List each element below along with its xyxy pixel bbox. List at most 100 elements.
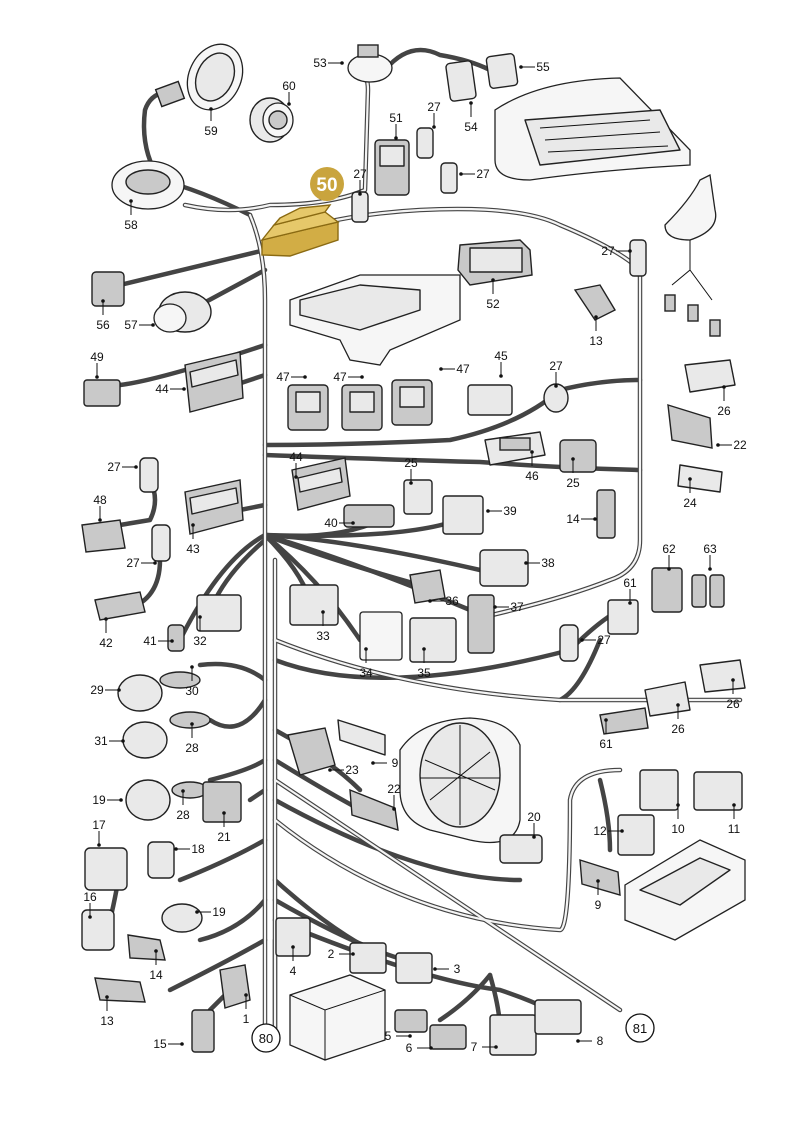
part-label-l1[interactable]: 1 <box>243 993 250 1026</box>
part-label-l60[interactable]: 60 <box>282 79 296 106</box>
part-label-l48[interactable]: 48 <box>93 493 107 522</box>
part-label-l45[interactable]: 45 <box>494 349 508 378</box>
connector-10 <box>639 769 679 811</box>
part-label-l25b[interactable]: 25 <box>566 457 580 490</box>
part-label-l19a[interactable]: 19 <box>92 793 123 807</box>
part-label-l14b[interactable]: 14 <box>149 949 163 982</box>
part-label-l15[interactable]: 15 <box>153 1037 184 1051</box>
part-label-l25a[interactable]: 25 <box>404 456 418 485</box>
part-label-l30[interactable]: 30 <box>185 665 199 698</box>
part-label-l11[interactable]: 11 <box>728 803 741 836</box>
connector-27-c <box>440 162 458 194</box>
part-label-l18[interactable]: 18 <box>174 842 205 856</box>
part-label-l27f[interactable]: 27 <box>107 460 138 474</box>
part-label-l47a[interactable]: 47 <box>276 370 307 384</box>
part-label-l61a[interactable]: 61 <box>623 576 637 605</box>
part-label-l42[interactable]: 42 <box>99 617 113 650</box>
part-label-l13b[interactable]: 13 <box>100 995 114 1028</box>
part-label-l54[interactable]: 54 <box>464 101 478 134</box>
part-label-l22b[interactable]: 22 <box>387 782 401 811</box>
part-label-l27h[interactable]: 27 <box>580 633 611 647</box>
part-label-l17[interactable]: 17 <box>92 818 106 847</box>
leader-dot <box>486 509 490 513</box>
part-label-l14a[interactable]: 14 <box>566 512 597 526</box>
part-label-l9a[interactable]: 9 <box>371 756 399 770</box>
part-label-l3[interactable]: 3 <box>433 962 461 976</box>
callout-number: 81 <box>633 1021 647 1036</box>
part-label-l63[interactable]: 63 <box>703 542 717 571</box>
part-label-l53[interactable]: 53 <box>313 56 344 70</box>
part-label-l27d[interactable]: 27 <box>549 359 563 388</box>
part-label-l35[interactable]: 35 <box>417 647 431 680</box>
part-label-l4[interactable]: 4 <box>290 945 297 978</box>
part-label-l24[interactable]: 24 <box>683 477 697 510</box>
part-label-l47b[interactable]: 47 <box>333 370 364 384</box>
part-label-l26b[interactable]: 26 <box>726 678 740 711</box>
part-label-l27e[interactable]: 27 <box>601 244 632 258</box>
part-label-l13a[interactable]: 13 <box>589 315 603 348</box>
part-label-l47c[interactable]: 47 <box>439 362 470 376</box>
leader-dot <box>469 101 473 105</box>
part-label-l27b[interactable]: 27 <box>353 167 367 196</box>
part-label-l2[interactable]: 2 <box>328 947 355 961</box>
part-label-l9b[interactable]: 9 <box>595 879 602 912</box>
part-label-l43[interactable]: 43 <box>186 523 200 556</box>
part-label-l55[interactable]: 55 <box>519 60 550 74</box>
part-label-l28a[interactable]: 28 <box>185 722 199 755</box>
part-label-l59[interactable]: 59 <box>204 107 218 138</box>
part-label-l20[interactable]: 20 <box>527 810 541 839</box>
part-label-l33[interactable]: 33 <box>316 610 330 643</box>
part-label-l5[interactable]: 5 <box>385 1029 412 1043</box>
part-label-l41[interactable]: 41 <box>143 634 174 648</box>
part-label-l27c[interactable]: 27 <box>459 167 490 181</box>
connector-62 <box>651 567 683 613</box>
part-label-l56[interactable]: 56 <box>96 299 110 332</box>
part-number: 47 <box>276 370 290 384</box>
callout-c81[interactable]: 81 <box>625 1013 655 1043</box>
highlight-badge[interactable]: 50 <box>310 167 344 201</box>
part-label-l10[interactable]: 10 <box>671 803 685 836</box>
part-label-l34[interactable]: 34 <box>359 647 373 680</box>
part-label-l39[interactable]: 39 <box>486 504 517 518</box>
part-label-l12[interactable]: 12 <box>593 824 624 838</box>
part-label-l26a[interactable]: 26 <box>717 385 731 418</box>
part-label-l6[interactable]: 6 <box>406 1041 433 1055</box>
part-label-l27a[interactable]: 27 <box>427 100 441 129</box>
part-label-l46[interactable]: 46 <box>525 450 539 483</box>
part-label-l49[interactable]: 49 <box>90 350 104 379</box>
callout-c80[interactable]: 80 <box>251 1023 281 1053</box>
part-label-l23[interactable]: 23 <box>328 763 359 777</box>
connector-27-f <box>139 457 159 493</box>
part-label-l26c[interactable]: 26 <box>671 703 685 736</box>
part-label-l31[interactable]: 31 <box>94 734 125 748</box>
part-label-l51[interactable]: 51 <box>389 111 403 140</box>
part-label-l8[interactable]: 8 <box>576 1034 604 1048</box>
control-unit-block <box>289 274 461 366</box>
part-label-l44a[interactable]: 44 <box>155 382 186 396</box>
part-label-l29[interactable]: 29 <box>90 683 121 697</box>
part-label-l58[interactable]: 58 <box>124 199 138 232</box>
part-label-l19b[interactable]: 19 <box>195 905 226 919</box>
part-number: 14 <box>566 512 580 526</box>
part-label-l52[interactable]: 52 <box>486 278 500 311</box>
highlighted-part-50[interactable] <box>260 204 340 257</box>
part-label-l22a[interactable]: 22 <box>716 438 747 452</box>
leader-dot <box>180 1042 184 1046</box>
part-label-l38[interactable]: 38 <box>524 556 555 570</box>
part-label-l40[interactable]: 40 <box>324 516 355 530</box>
part-label-l21[interactable]: 21 <box>217 811 231 844</box>
part-label-l28b[interactable]: 28 <box>176 789 190 822</box>
part-label-l57[interactable]: 57 <box>124 318 155 332</box>
part-label-l44b[interactable]: 44 <box>289 450 303 479</box>
part-label-l62[interactable]: 62 <box>662 542 676 571</box>
part-label-l7[interactable]: 7 <box>471 1040 498 1054</box>
part-label-l36[interactable]: 36 <box>428 594 459 608</box>
parts-layer <box>81 43 746 1061</box>
part-label-l37[interactable]: 37 <box>493 600 524 614</box>
part-label-l27g[interactable]: 27 <box>126 556 157 570</box>
part-number: 56 <box>96 318 110 332</box>
part-label-l32[interactable]: 32 <box>193 615 207 648</box>
part-label-l16[interactable]: 16 <box>83 890 97 919</box>
part-label-l61b[interactable]: 61 <box>599 718 613 751</box>
connector-33 <box>289 584 339 626</box>
